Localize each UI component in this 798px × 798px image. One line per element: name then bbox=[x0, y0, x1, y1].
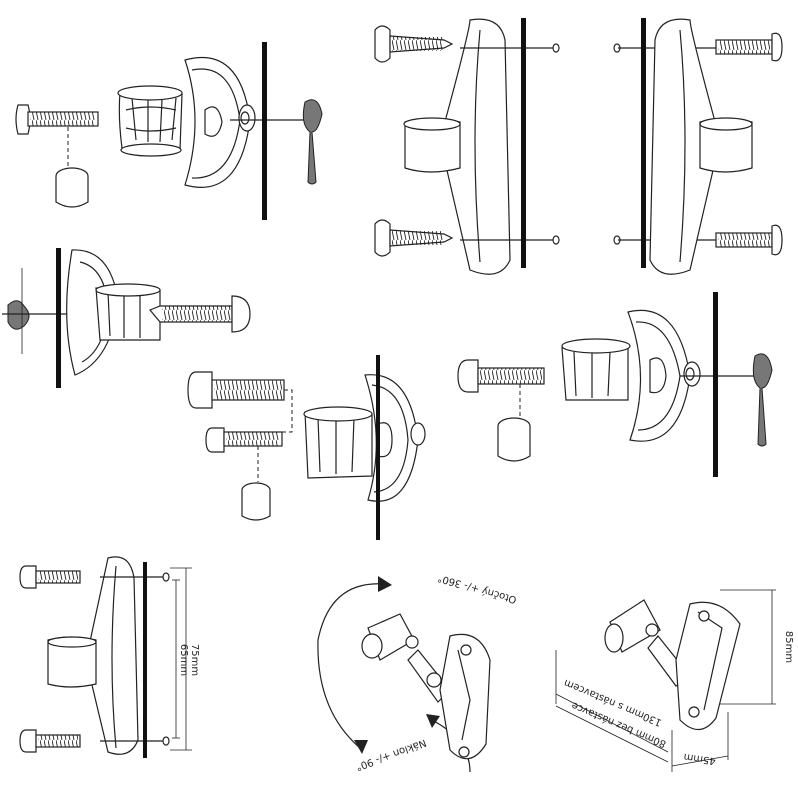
wall-section bbox=[262, 42, 267, 220]
wall-anchor-icon bbox=[752, 353, 773, 447]
machine-screw-icon bbox=[19, 729, 81, 753]
height-label: 85mm bbox=[783, 631, 794, 663]
arrow-head-icon bbox=[378, 576, 392, 592]
wall-section bbox=[376, 355, 380, 540]
wood-screw-middle-icon bbox=[149, 295, 251, 333]
machine-screw-right-icon bbox=[457, 359, 545, 393]
wall-section bbox=[521, 18, 526, 268]
wall-section bbox=[713, 292, 718, 477]
spacer-sleeve-icon bbox=[497, 417, 531, 462]
wall-anchor-icon bbox=[302, 99, 323, 185]
panel-dimensions-bracket: 85mm 130mm s nástavcem 80mm bez nástavce… bbox=[555, 589, 794, 772]
panel-rotation-tilt: Otočný +/- 360° Náklon +/- 90° bbox=[317, 572, 518, 773]
speaker-bracket-icon bbox=[604, 599, 741, 731]
wall-section bbox=[641, 18, 646, 268]
wood-screw-bottom-icon bbox=[374, 219, 454, 257]
machine-screw-bottom-right-icon bbox=[715, 224, 783, 256]
machine-screw-top-right-icon bbox=[715, 32, 783, 62]
panel-dimensions-spacing: 75mm 65mm bbox=[19, 556, 200, 758]
panel-triangle-plate-left bbox=[374, 18, 560, 275]
machine-screw-icon bbox=[15, 104, 99, 135]
spacer-sleeve-icon bbox=[241, 482, 271, 521]
machine-screw-large-icon bbox=[187, 371, 285, 409]
arrow-head-icon bbox=[426, 714, 440, 728]
wall-section bbox=[143, 562, 147, 758]
width-label: 45mm bbox=[683, 751, 716, 766]
nut-icon bbox=[238, 104, 256, 132]
spacing-inner-label: 65mm bbox=[178, 644, 189, 676]
width-dimension-line bbox=[671, 755, 729, 767]
depth-dimension-line bbox=[555, 693, 669, 753]
spacer-sleeve-icon bbox=[55, 167, 89, 208]
panel-triangle-plate-right bbox=[613, 18, 783, 275]
panel-assembly-top-left bbox=[15, 42, 323, 220]
arrow-head-icon bbox=[354, 740, 368, 754]
rotation-label: Otočný +/- 360° bbox=[436, 572, 518, 606]
machine-screw-small-icon bbox=[205, 427, 283, 453]
panel-assembly-middle-right bbox=[457, 292, 773, 477]
rotation-arc-arrow bbox=[317, 583, 386, 749]
round-wall-plate-icon bbox=[184, 56, 251, 188]
wall-section bbox=[56, 248, 61, 388]
spacing-outer-label: 75mm bbox=[189, 644, 200, 676]
panel-assembly-center bbox=[187, 355, 426, 540]
wood-screw-top-icon bbox=[374, 25, 454, 63]
ball-joint-housing-icon bbox=[117, 85, 183, 157]
panel-assembly-middle-left bbox=[2, 248, 251, 388]
speaker-bracket-icon bbox=[361, 613, 491, 760]
machine-screw-icon bbox=[19, 565, 81, 589]
